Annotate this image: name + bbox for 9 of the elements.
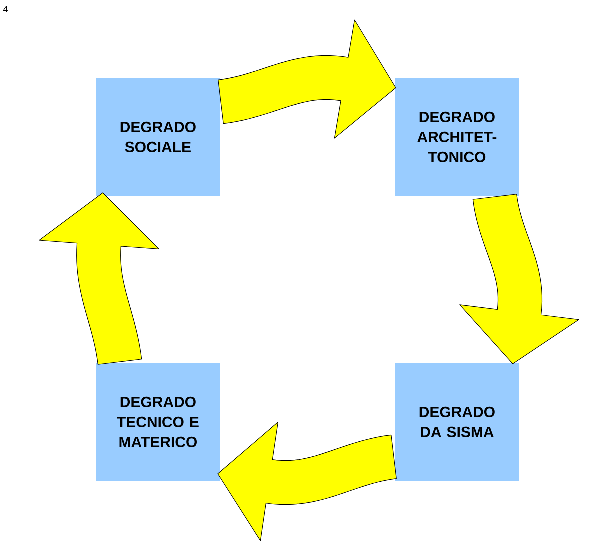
block-arrow bbox=[218, 422, 397, 542]
block-arrow bbox=[218, 20, 396, 139]
process-box: DEGRADO SOCIALE bbox=[96, 78, 220, 196]
process-box: DEGRADO DA SISMA bbox=[395, 363, 520, 482]
block-arrow bbox=[39, 192, 160, 365]
process-box: DEGRADO ARCHITET- TONICO bbox=[395, 78, 520, 196]
page-number: 4 bbox=[3, 6, 8, 12]
block-arrow bbox=[460, 194, 580, 364]
process-box: DEGRADO TECNICO E MATERICO bbox=[96, 363, 220, 482]
